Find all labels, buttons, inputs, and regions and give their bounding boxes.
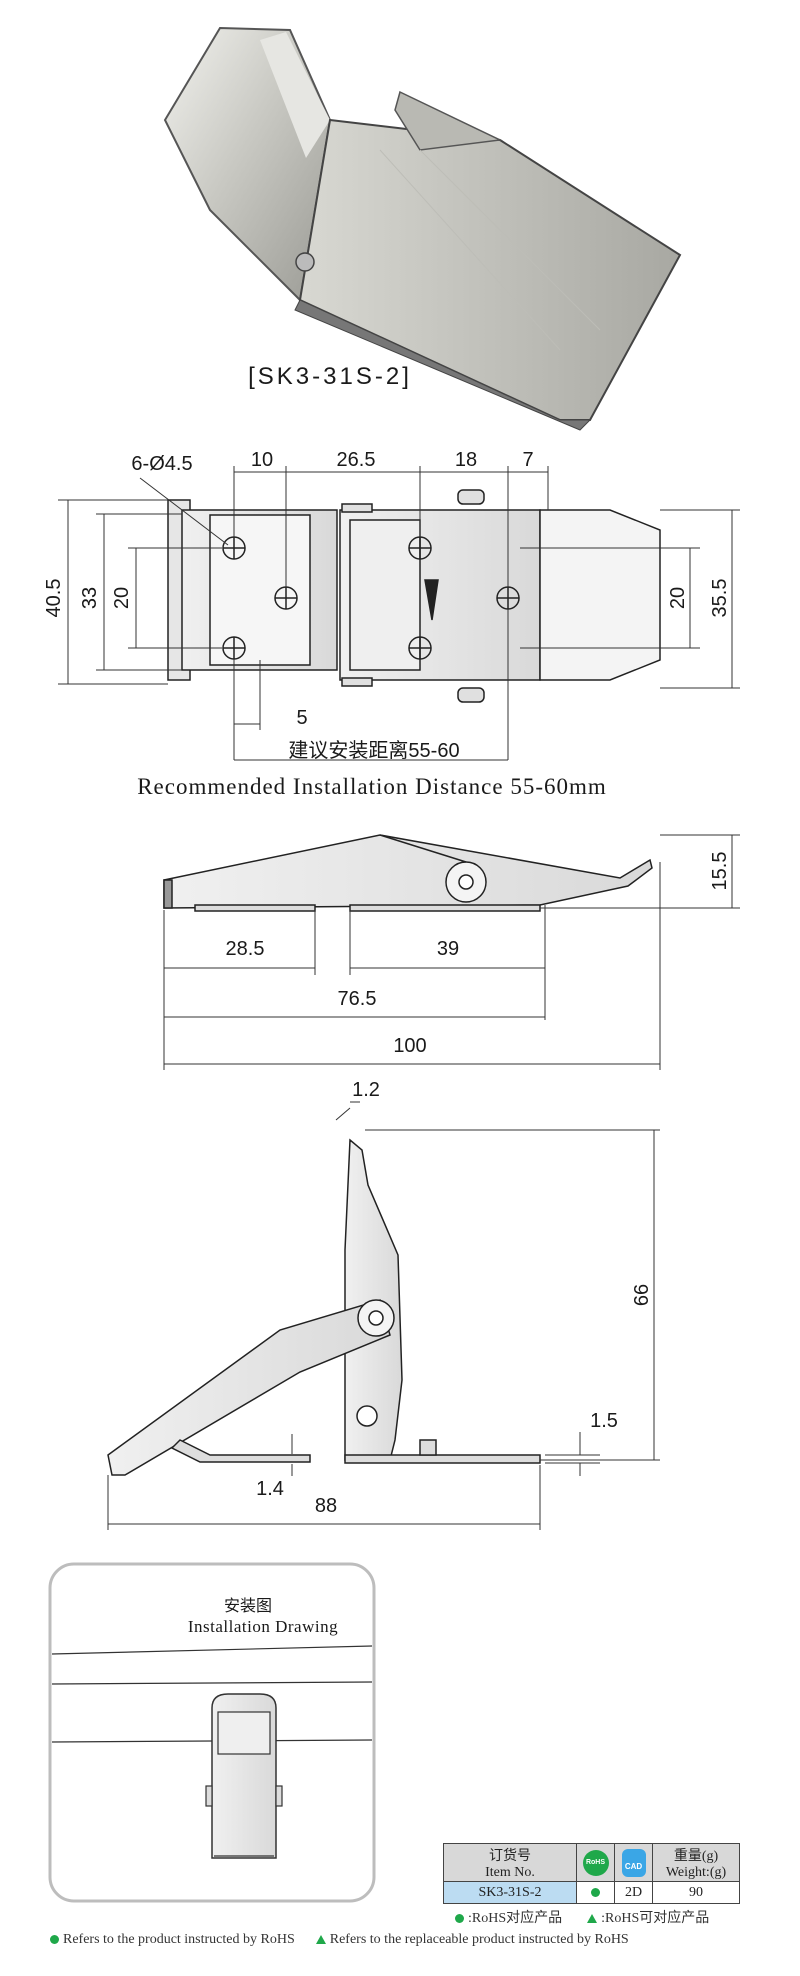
rohs-dot-icon — [50, 1935, 59, 1945]
dim-35-5-label: 35.5 — [709, 579, 731, 618]
dim-hole-label: 6-Ø4.5 — [131, 453, 192, 475]
side-view-drawing — [163, 834, 653, 912]
dim-20-right-label: 20 — [667, 587, 689, 609]
install-title-cn: 安装图 — [224, 1597, 272, 1615]
dim-1-2-label: 1.2 — [352, 1079, 380, 1101]
header-weight: 重量(g) Weight:(g) — [652, 1843, 740, 1882]
open-view-drawing — [107, 1138, 541, 1476]
legend-en: Refers to the product instructed by RoHS… — [50, 1932, 629, 1948]
header-rohs: RoHS — [576, 1843, 615, 1882]
dim-10-label: 10 — [251, 449, 273, 471]
dim-28-5-label: 28.5 — [226, 938, 265, 960]
dim-7-label: 7 — [522, 449, 533, 471]
install-distance-en: Recommended Installation Distance 55-60m… — [137, 774, 607, 799]
spec-table: 订货号 Item No. RoHS CAD 重量(g) Weight:(g) S… — [443, 1843, 740, 1904]
rohs-dot-icon — [455, 1914, 464, 1924]
install-distance-cn: 建议安装距离55-60 — [288, 739, 459, 762]
installation-drawing — [51, 1645, 373, 1859]
dim-40-5-label: 40.5 — [43, 579, 65, 618]
cell-cad: 2D — [614, 1881, 653, 1904]
dim-18-label: 18 — [455, 449, 477, 471]
open-view-dimension-lines — [107, 1101, 660, 1530]
replaceable-triangle-icon — [315, 1935, 326, 1945]
top-view-dimension-lines — [58, 466, 740, 761]
dim-88-label: 88 — [315, 1495, 337, 1517]
header-cad: CAD — [614, 1843, 653, 1882]
cell-weight: 90 — [652, 1881, 740, 1904]
product-code: [SK3-31S-2] — [248, 363, 412, 390]
dim-66-label: 66 — [631, 1284, 653, 1306]
dim-39-label: 39 — [437, 938, 459, 960]
dim-20-left-label: 20 — [111, 587, 133, 609]
replaceable-triangle-icon — [587, 1914, 598, 1924]
cell-item: SK3-31S-2 — [443, 1881, 577, 1904]
dim-33-label: 33 — [79, 587, 101, 609]
dim-15-5-label: 15.5 — [709, 852, 731, 891]
legend-cn: :RoHS对应产品 :RoHS可对应产品 — [455, 1907, 709, 1927]
dim-76-5-label: 76.5 — [338, 988, 377, 1010]
header-item: 订货号 Item No. — [443, 1843, 577, 1882]
dim-26-5-label: 26.5 — [337, 449, 376, 471]
cad-icon: CAD — [621, 1848, 646, 1877]
side-view-dimension-lines — [163, 834, 740, 1070]
dim-1-4-label: 1.4 — [256, 1478, 284, 1500]
dim-1-5-label: 1.5 — [590, 1410, 618, 1432]
product-photo — [163, 26, 682, 431]
top-view-drawing — [167, 489, 661, 703]
dim-100-label: 100 — [393, 1035, 426, 1057]
dim-5-label: 5 — [296, 707, 307, 729]
install-title-en: Installation Drawing — [188, 1617, 338, 1636]
rohs-icon: RoHS — [582, 1849, 609, 1876]
rohs-dot-icon — [591, 1887, 600, 1897]
cell-rohs — [576, 1881, 615, 1904]
